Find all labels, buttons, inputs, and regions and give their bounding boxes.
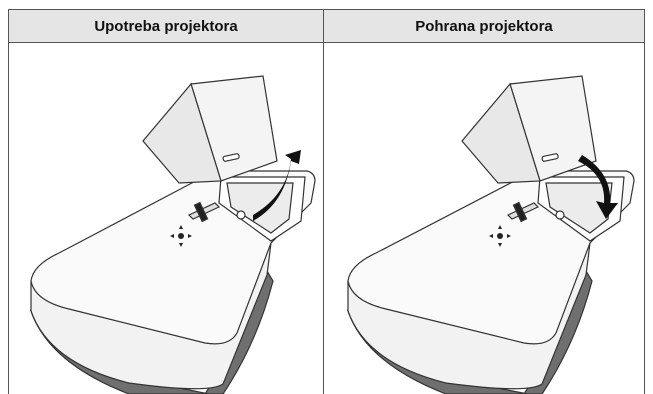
control-pad-icon — [489, 225, 511, 247]
cell-storage — [324, 43, 644, 394]
lid — [142, 75, 278, 184]
control-pad-icon — [170, 225, 192, 247]
header-storage: Pohrana projektora — [415, 18, 553, 35]
instruction-table: Upotreba projektora Pohrana projektora — [8, 9, 645, 394]
lid — [461, 75, 597, 184]
column-divider — [323, 9, 324, 394]
arrow-down-icon — [578, 155, 618, 219]
cell-usage — [9, 43, 323, 394]
projector-body — [29, 170, 316, 394]
projector-body — [346, 170, 635, 394]
projector-illustration-usage — [29, 75, 316, 394]
table-header-row: Upotreba projektora Pohrana projektora — [9, 9, 644, 43]
arrow-up-icon — [253, 150, 301, 221]
projector-illustration-storage — [346, 75, 635, 394]
header-usage: Upotreba projektora — [94, 18, 238, 35]
